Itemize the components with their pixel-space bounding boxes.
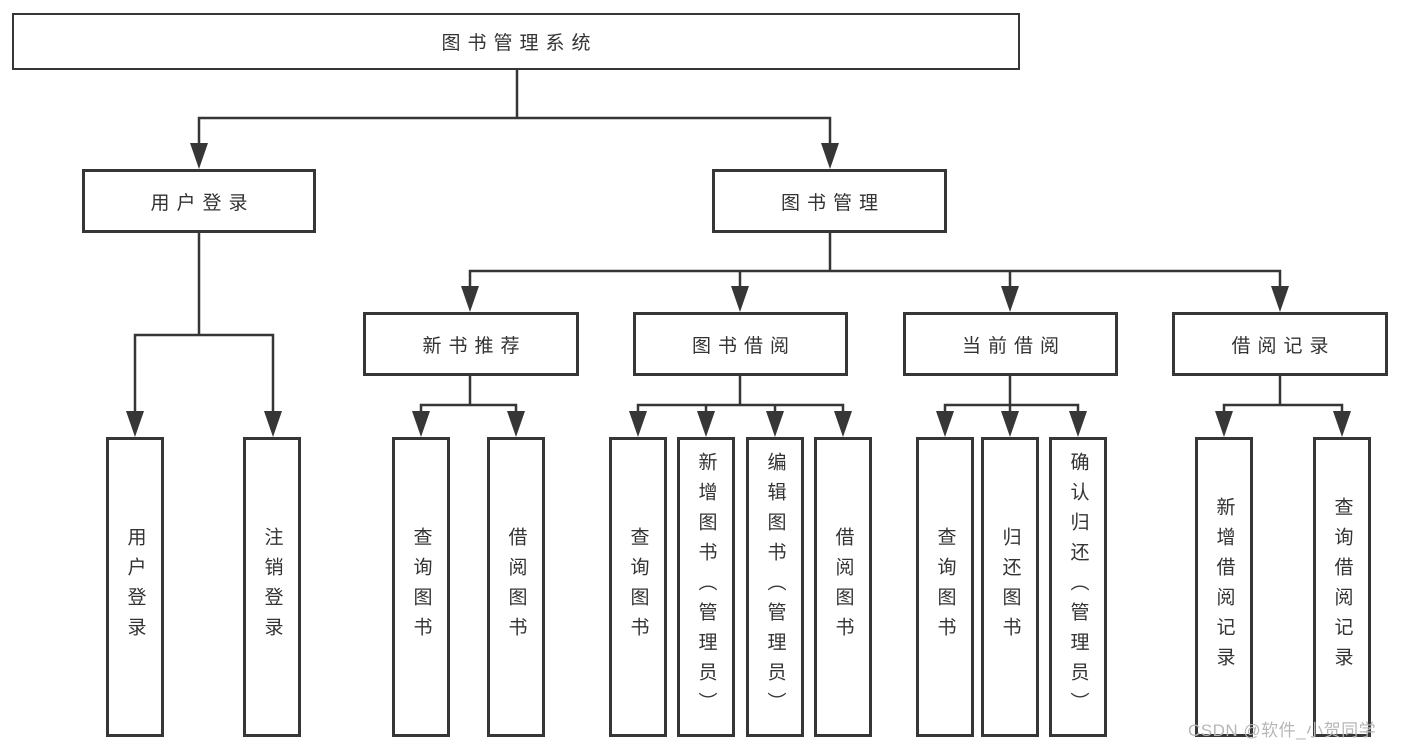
leaf-query-books-borrowing: 查询图书 [609, 437, 667, 737]
node-system-root: 图书管理系统 [12, 13, 1020, 70]
leaf-query-books-recommend: 查询图书 [392, 437, 450, 737]
node-book-borrowing: 图书借阅 [633, 312, 848, 376]
leaf-borrow-books-recommend: 借阅图书 [487, 437, 545, 737]
node-new-book-recommend: 新书推荐 [363, 312, 579, 376]
node-book-management-branch: 图书管理 [712, 169, 947, 233]
leaf-confirm-return-admin: 确认归还（管理员） [1049, 437, 1107, 737]
leaf-add-books-admin: 新增图书（管理员） [677, 437, 735, 737]
leaf-add-borrow-record: 新增借阅记录 [1195, 437, 1253, 737]
node-borrowing-records: 借阅记录 [1172, 312, 1388, 376]
leaf-user-login: 用户登录 [106, 437, 164, 737]
leaf-query-borrow-record: 查询借阅记录 [1313, 437, 1371, 737]
leaf-edit-books-admin: 编辑图书（管理员） [746, 437, 804, 737]
leaf-logout: 注销登录 [243, 437, 301, 737]
node-user-login-branch: 用户登录 [82, 169, 316, 233]
arrowheads [126, 143, 1351, 437]
leaf-query-books-current: 查询图书 [916, 437, 974, 737]
node-current-borrowing: 当前借阅 [903, 312, 1118, 376]
leaf-borrow-books: 借阅图书 [814, 437, 872, 737]
leaf-return-books: 归还图书 [981, 437, 1039, 737]
